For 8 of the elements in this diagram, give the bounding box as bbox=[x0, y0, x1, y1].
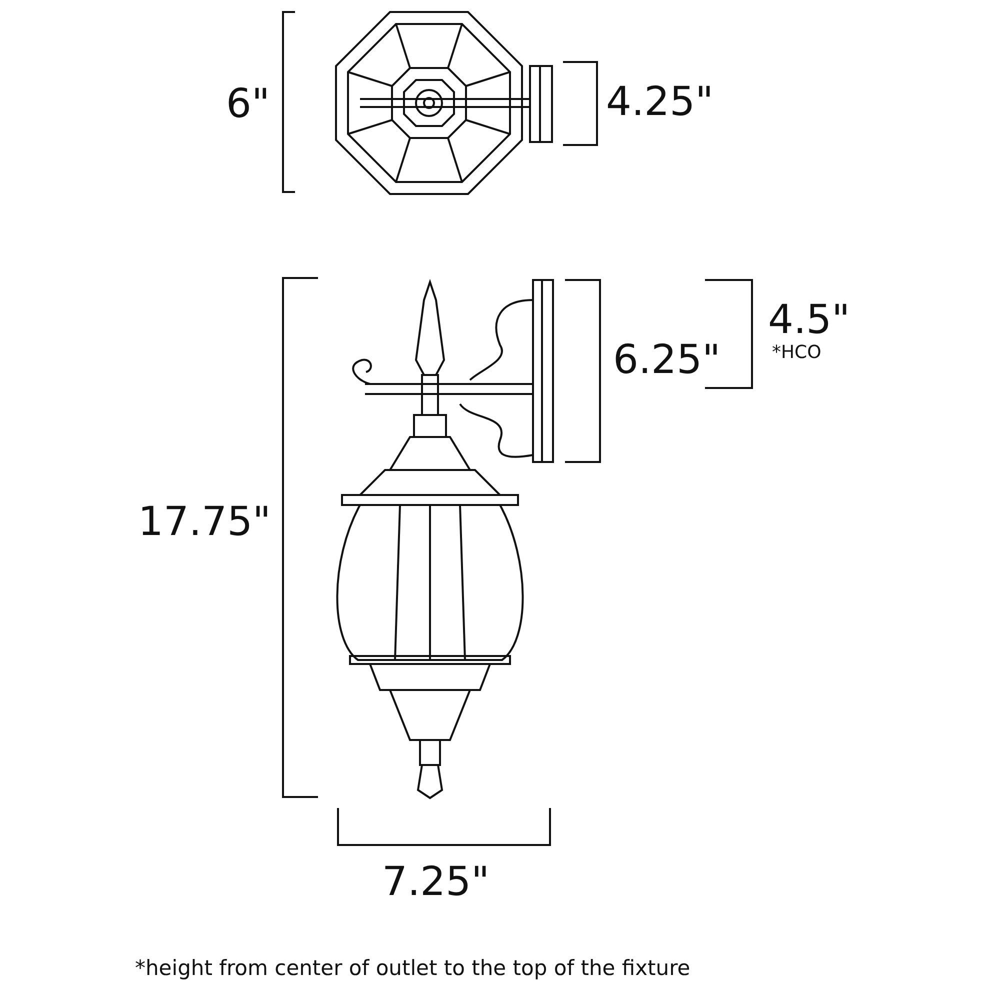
dimension-label: 7.25" bbox=[382, 862, 490, 902]
note-mark: *HCO bbox=[772, 344, 822, 362]
dimension-label: 17.75" bbox=[138, 502, 271, 542]
dimension-label: 6" bbox=[226, 84, 270, 124]
dimension-label: 4.5" bbox=[768, 300, 850, 340]
dimension-label: 4.25" bbox=[606, 82, 714, 122]
dimension-label: 6.25" bbox=[613, 340, 720, 380]
footnote: *height from center of outlet to the top of the fixture bbox=[135, 958, 690, 979]
